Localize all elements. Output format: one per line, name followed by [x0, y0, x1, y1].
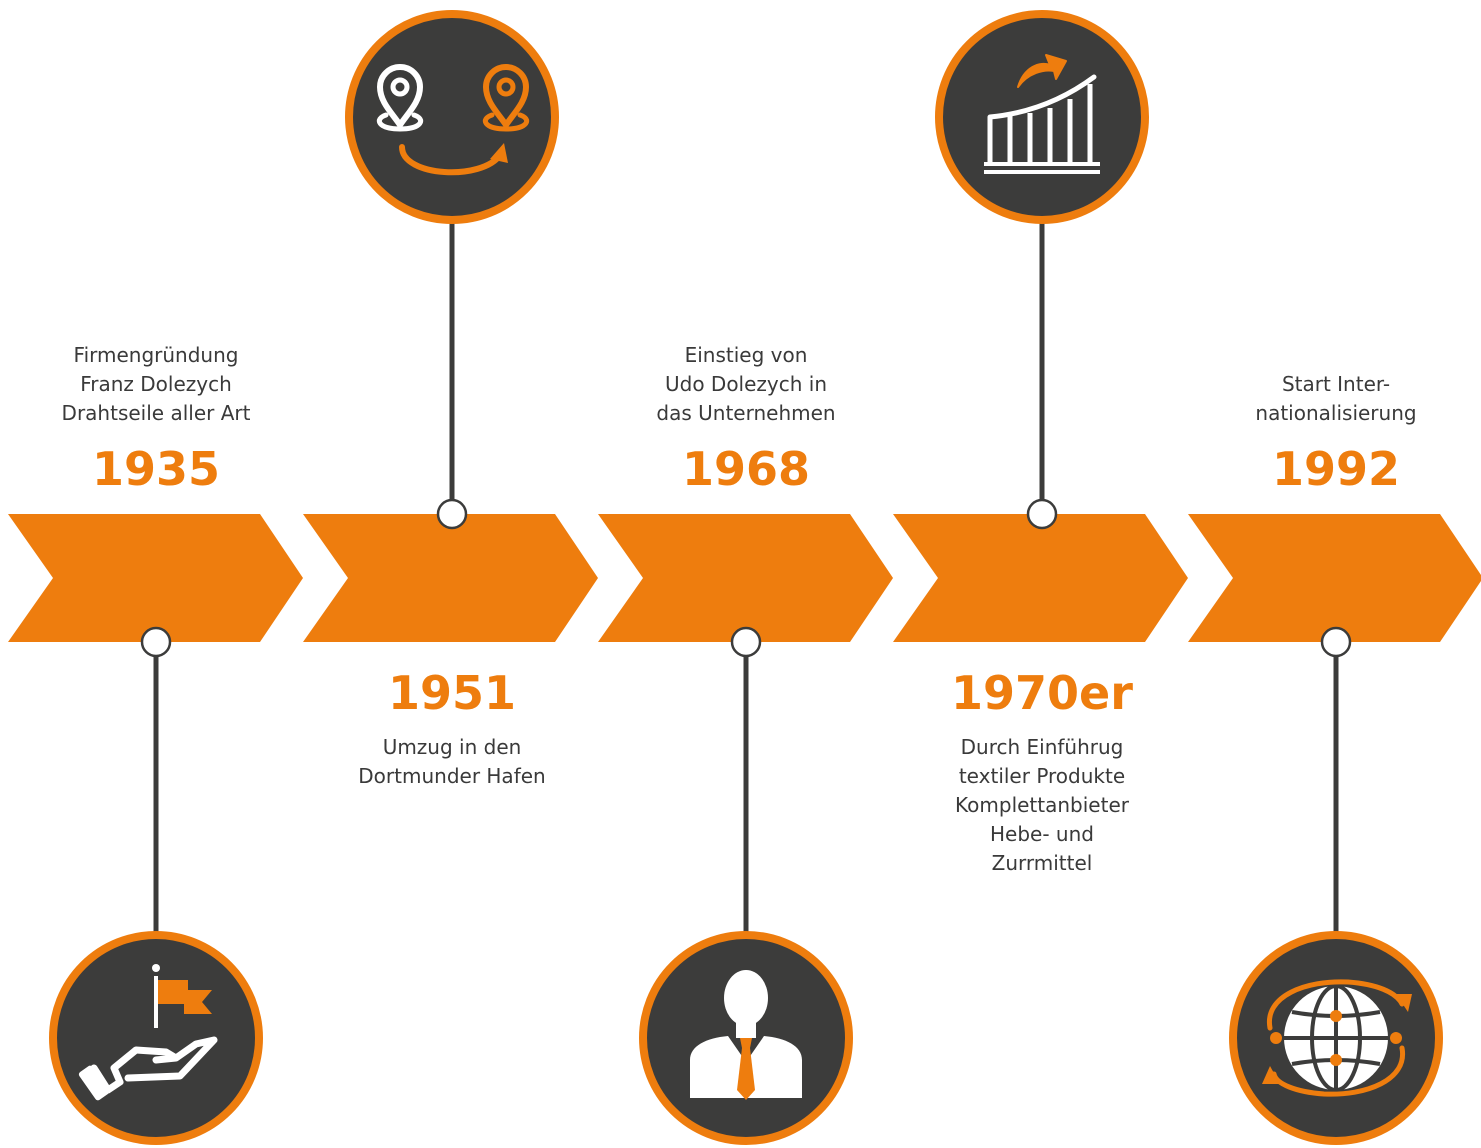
chevron-arrow-1935 — [8, 514, 303, 642]
description-line: Start Inter- — [1281, 372, 1391, 396]
description-line: nationalisierung — [1255, 401, 1417, 425]
description-line: Umzug in den — [382, 735, 522, 759]
connector-dot-1968 — [730, 626, 762, 658]
chevron-arrow-1970er — [893, 514, 1188, 642]
milestone-description-1970er: Durch Einführug textiler Produkte Komple… — [922, 733, 1162, 878]
flag-in-hand-icon — [49, 931, 263, 1145]
milestone-description-1992: Start Inter- nationalisierung — [1216, 370, 1456, 428]
relocation-pins-icon — [345, 10, 559, 224]
description-line: Drahtseile aller Art — [61, 401, 251, 425]
milestone-year-1935: 1935 — [91, 442, 221, 496]
milestone-description-1968: Einstieg von Udo Dolezych in das Unterne… — [626, 341, 866, 428]
milestone-year-1951: 1951 — [387, 666, 517, 720]
milestone-year-1968: 1968 — [681, 442, 811, 496]
connector-dot-1951 — [436, 498, 468, 530]
description-line: textiler Produkte — [958, 764, 1126, 788]
description-line: das Unternehmen — [656, 401, 836, 425]
growth-chart-icon — [935, 10, 1149, 224]
description-line: Hebe- und — [990, 822, 1094, 846]
chevron-arrow-1951 — [303, 514, 598, 642]
description-line: Durch Einführug — [960, 735, 1124, 759]
milestone-year-1992: 1992 — [1271, 442, 1401, 496]
description-line: Komplettanbieter — [955, 793, 1129, 817]
description-line: Franz Dolezych — [80, 372, 232, 396]
description-line: Einstieg von — [684, 343, 808, 367]
description-line: Zurrmittel — [991, 851, 1093, 875]
connector-dot-1935 — [140, 626, 172, 658]
connector-dot-1970er — [1026, 498, 1058, 530]
milestone-description-1935: Firmengründung Franz Dolezych Drahtseile… — [36, 341, 276, 428]
globe-rotation-icon — [1229, 931, 1443, 1145]
chevron-arrow-1992 — [1188, 514, 1481, 642]
businessman-icon — [639, 931, 853, 1145]
milestone-year-1970er: 1970er — [951, 666, 1133, 720]
description-line: Udo Dolezych in — [664, 372, 828, 396]
connector-dot-1992 — [1320, 626, 1352, 658]
chevron-arrow-1968 — [598, 514, 893, 642]
description-line: Dortmunder Hafen — [358, 764, 546, 788]
description-line: Firmengründung — [73, 343, 239, 367]
milestone-description-1951: Umzug in den Dortmunder Hafen — [322, 733, 582, 791]
